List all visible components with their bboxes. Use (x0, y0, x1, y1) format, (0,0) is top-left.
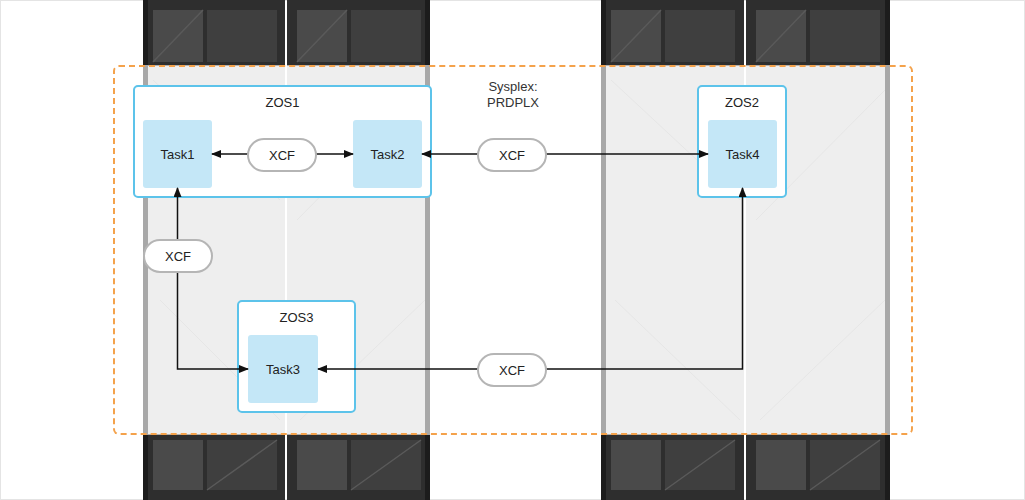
rack-top (287, 0, 430, 66)
rack-bottom (601, 434, 744, 500)
task-name: Task4 (708, 120, 777, 188)
task-box: Task1 (143, 120, 212, 188)
sysplex-boundary: Sysplex: PRDPLXZOS1Task1Task2ZOS2Task4ZO… (113, 65, 913, 435)
task-box: Task2 (353, 120, 422, 188)
system-name: ZOS3 (239, 310, 354, 326)
rack-panel (297, 440, 347, 490)
system-box: ZOS2Task4 (697, 85, 787, 198)
sysplex-title: Sysplex: PRDPLX (478, 79, 548, 111)
rack-bottom (143, 434, 285, 500)
task-box: Task3 (248, 335, 318, 403)
rack-panel (207, 10, 277, 62)
rack-top (746, 0, 890, 66)
task-box: Task4 (708, 120, 777, 188)
rack-bottom (287, 434, 430, 500)
rack-panel (351, 10, 421, 62)
system-name: ZOS2 (699, 95, 785, 111)
rack-panel (810, 10, 880, 62)
system-box: ZOS3Task3 (237, 300, 356, 413)
rack-top (143, 0, 285, 66)
system-name: ZOS1 (135, 95, 430, 111)
rack-top (601, 0, 744, 66)
system-box: ZOS1Task1 Task2 (133, 85, 432, 198)
rack-panel (756, 440, 806, 490)
task-name: Task2 (353, 120, 422, 188)
rack-panel (611, 440, 661, 490)
rack-panel (153, 440, 203, 490)
task-name: Task1 (143, 120, 212, 188)
task-name: Task3 (248, 335, 318, 403)
rack-panel (665, 10, 735, 62)
rack-bottom (746, 434, 890, 500)
